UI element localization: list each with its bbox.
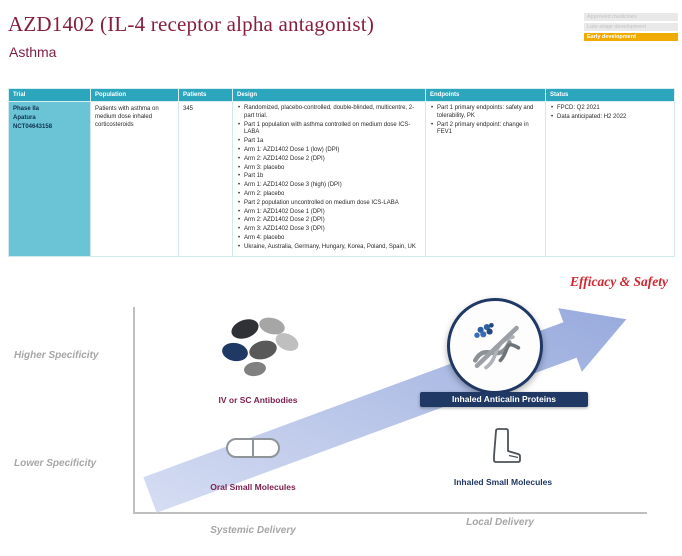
trial-cell: Phase IIa Apatura NCT04643158 [8,101,91,257]
bullet-item: Part 1a [237,138,421,146]
legend-late-stage-development[interactable]: Late-stage development [584,23,678,31]
axis-label-lower-specificity: Lower Specificity [14,458,97,469]
endpoints-cell: Part 1 primary endpoints: safety and tol… [425,101,546,257]
bullet-item: Arm 3: AZD1402 Dose 3 (DPI) [237,226,421,234]
axis-frame [133,307,647,514]
col-header-trial: Trial [8,88,91,102]
legend-approved-medicines[interactable]: Approved medicines [584,13,678,21]
col-header-endpoints: Endpoints [425,88,546,102]
col-header-design: Design [232,88,426,102]
specificity-delivery-diagram: Efficacy & Safety IV or SC Antibodies [0,270,682,556]
bullet-item: Arm 3: placebo [237,165,421,173]
page-title: AZD1402 (IL-4 receptor alpha antagonist) [8,12,375,36]
efficacy-safety-label: Efficacy & Safety [570,274,668,289]
status-cell: FPCD: Q2 2021Data anticipated: H2 2022 [545,101,675,257]
bullet-item: Arm 4: placebo [237,235,421,243]
axis-label-systemic-delivery: Systemic Delivery [210,525,296,536]
table-header-row: Trial Population Patients Design Endpoin… [8,88,675,102]
bullet-item: Data anticipated: H2 2022 [550,114,670,122]
antibody-cluster-icon [222,317,299,377]
axis-label-higher-specificity: Higher Specificity [14,350,99,361]
bullet-item: Part 1 population with asthma controlled… [237,122,421,138]
bullet-item: Part 2 primary endpoint: change in FEV1 [430,122,541,138]
col-header-patients: Patients [178,88,233,102]
bullet-item: Arm 1: AZD1402 Dose 3 (high) (DPI) [237,182,421,190]
design-bullet-list: Randomized, placebo-controlled, double-b… [237,105,421,252]
trial-nct: NCT04643158 [13,124,53,131]
pipeline-stage-legend: Approved medicines Late-stage developmen… [584,13,678,43]
col-header-population: Population [90,88,179,102]
table-row: Phase IIa Apatura NCT04643158 Patients w… [8,101,675,257]
bullet-item: Arm 2: placebo [237,191,421,199]
bullet-item: Part 1 primary endpoints: safety and tol… [430,105,541,121]
bullet-item: Part 1b [237,173,421,181]
inhaler-icon [493,428,521,463]
anticalin-protein-icon [447,298,543,394]
trend-arrow [143,308,627,513]
bullet-item: Randomized, placebo-controlled, double-b… [237,105,421,121]
label-inhaled-small-molecules: Inhaled Small Molecules [453,477,553,487]
bullet-item: Arm 2: AZD1402 Dose 2 (DPI) [237,156,421,164]
label-iv-sc-antibodies: IV or SC Antibodies [218,395,298,405]
trial-name: Apatura [13,115,36,122]
label-oral-small-molecules: Oral Small Molecules [210,482,296,492]
population-cell: Patients with asthma on medium dose inha… [90,101,179,257]
bullet-item: FPCD: Q2 2021 [550,105,670,113]
trial-table: Trial Population Patients Design Endpoin… [8,88,675,257]
page-subtitle: Asthma [9,44,57,60]
legend-early-development[interactable]: Early development [584,33,678,41]
label-inhaled-anticalin-proteins: Inhaled Anticalin Proteins [420,392,588,407]
design-cell: Randomized, placebo-controlled, double-b… [232,101,426,257]
capsule-icon [226,438,280,458]
bullet-item: Arm 1: AZD1402 Dose 1 (DPI) [237,209,421,217]
axis-label-local-delivery: Local Delivery [466,517,534,528]
status-bullet-list: FPCD: Q2 2021Data anticipated: H2 2022 [550,105,670,122]
col-header-status: Status [545,88,675,102]
endpoints-bullet-list: Part 1 primary endpoints: safety and tol… [430,105,541,137]
bullet-item: Part 2 population uncontrolled on medium… [237,200,421,208]
trial-phase: Phase IIa [13,106,40,112]
bullet-item: Ukraine, Australia, Germany, Hungary, Ko… [237,244,421,252]
bullet-item: Arm 1: AZD1402 Dose 1 (low) (DPI) [237,147,421,155]
patients-cell: 345 [178,101,233,257]
bullet-item: Arm 2: AZD1402 Dose 2 (DPI) [237,217,421,225]
